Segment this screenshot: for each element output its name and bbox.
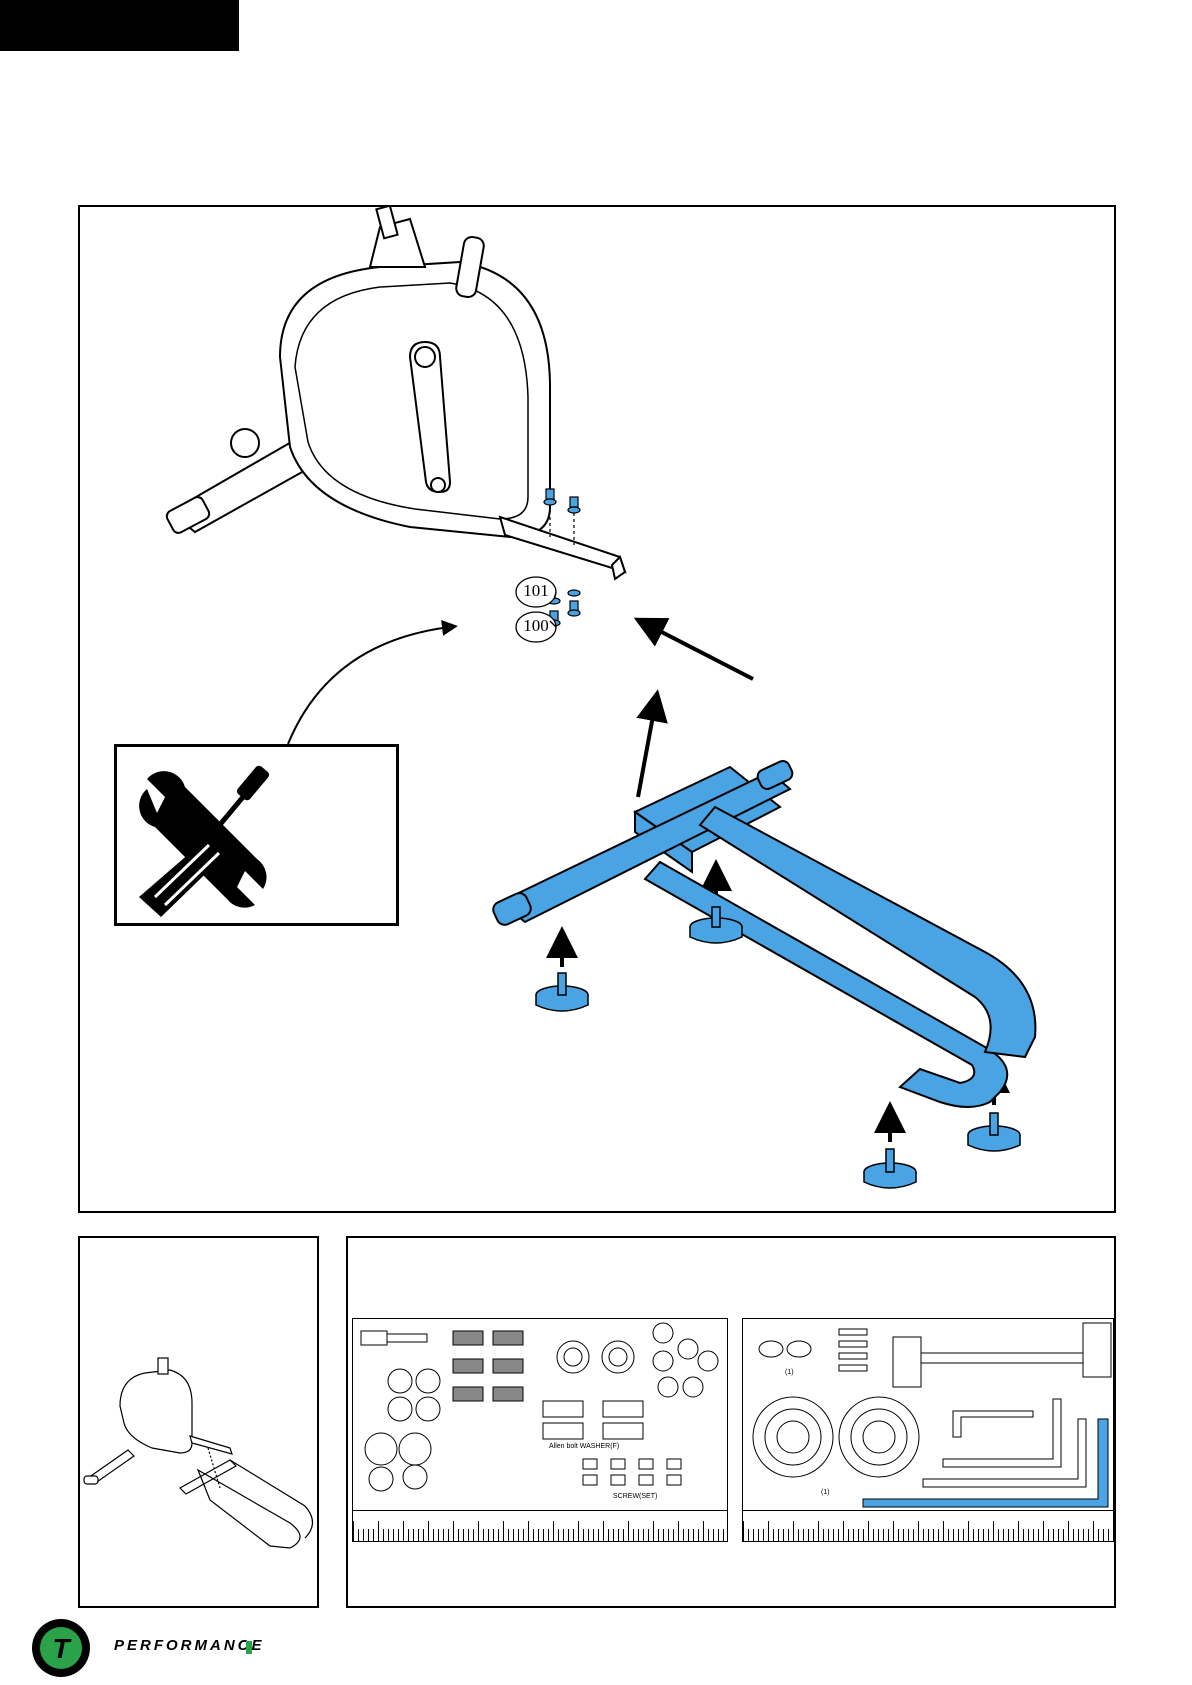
brand-logo-icon: T (30, 1617, 92, 1679)
assembly-illustration (80, 207, 1114, 1211)
preview-illustration (80, 1238, 317, 1606)
hardware-card-bolts: Allen bolt WASHER(F) SCREW(SET) (352, 1318, 728, 1542)
brand-footer: T PERFORMANCE (30, 1617, 330, 1679)
hardware-label-small-a: (1) (785, 1369, 794, 1376)
assembly-diagram: 101 100 (78, 205, 1116, 1213)
hardware-label-washers: Allen bolt WASHER(F) (549, 1443, 619, 1450)
brand-logo-letter: T (52, 1633, 72, 1664)
hardware-pack-box: Allen bolt WASHER(F) SCREW(SET) (1) (1) (346, 1236, 1116, 1608)
bike-body (165, 207, 625, 579)
allen-key-set-illustration (743, 1319, 1113, 1511)
bolt-set-illustration (353, 1319, 727, 1511)
tools-illustration (117, 747, 396, 923)
hardware-label-screws: SCREW(SET) (613, 1493, 657, 1500)
assembled-preview (78, 1236, 319, 1608)
tools-required-box (114, 744, 399, 926)
top-bolts (544, 489, 580, 545)
assembly-arrows (562, 625, 994, 1142)
hardware-card-tools: (1) (1) (742, 1318, 1114, 1542)
measure-ruler-b (743, 1510, 1113, 1541)
blue-stabilizer-frame (491, 759, 1036, 1107)
tool-pointer (288, 627, 450, 744)
callout-bolt-100: 100 (521, 616, 551, 636)
page-header-tab (0, 0, 239, 51)
brand-name: PERFORMANCE (114, 1637, 265, 1654)
callout-washer-101: 101 (521, 581, 551, 601)
brand-accent-bar (246, 1641, 252, 1654)
measure-ruler-a (353, 1510, 727, 1541)
hardware-label-small-b: (1) (821, 1489, 830, 1496)
